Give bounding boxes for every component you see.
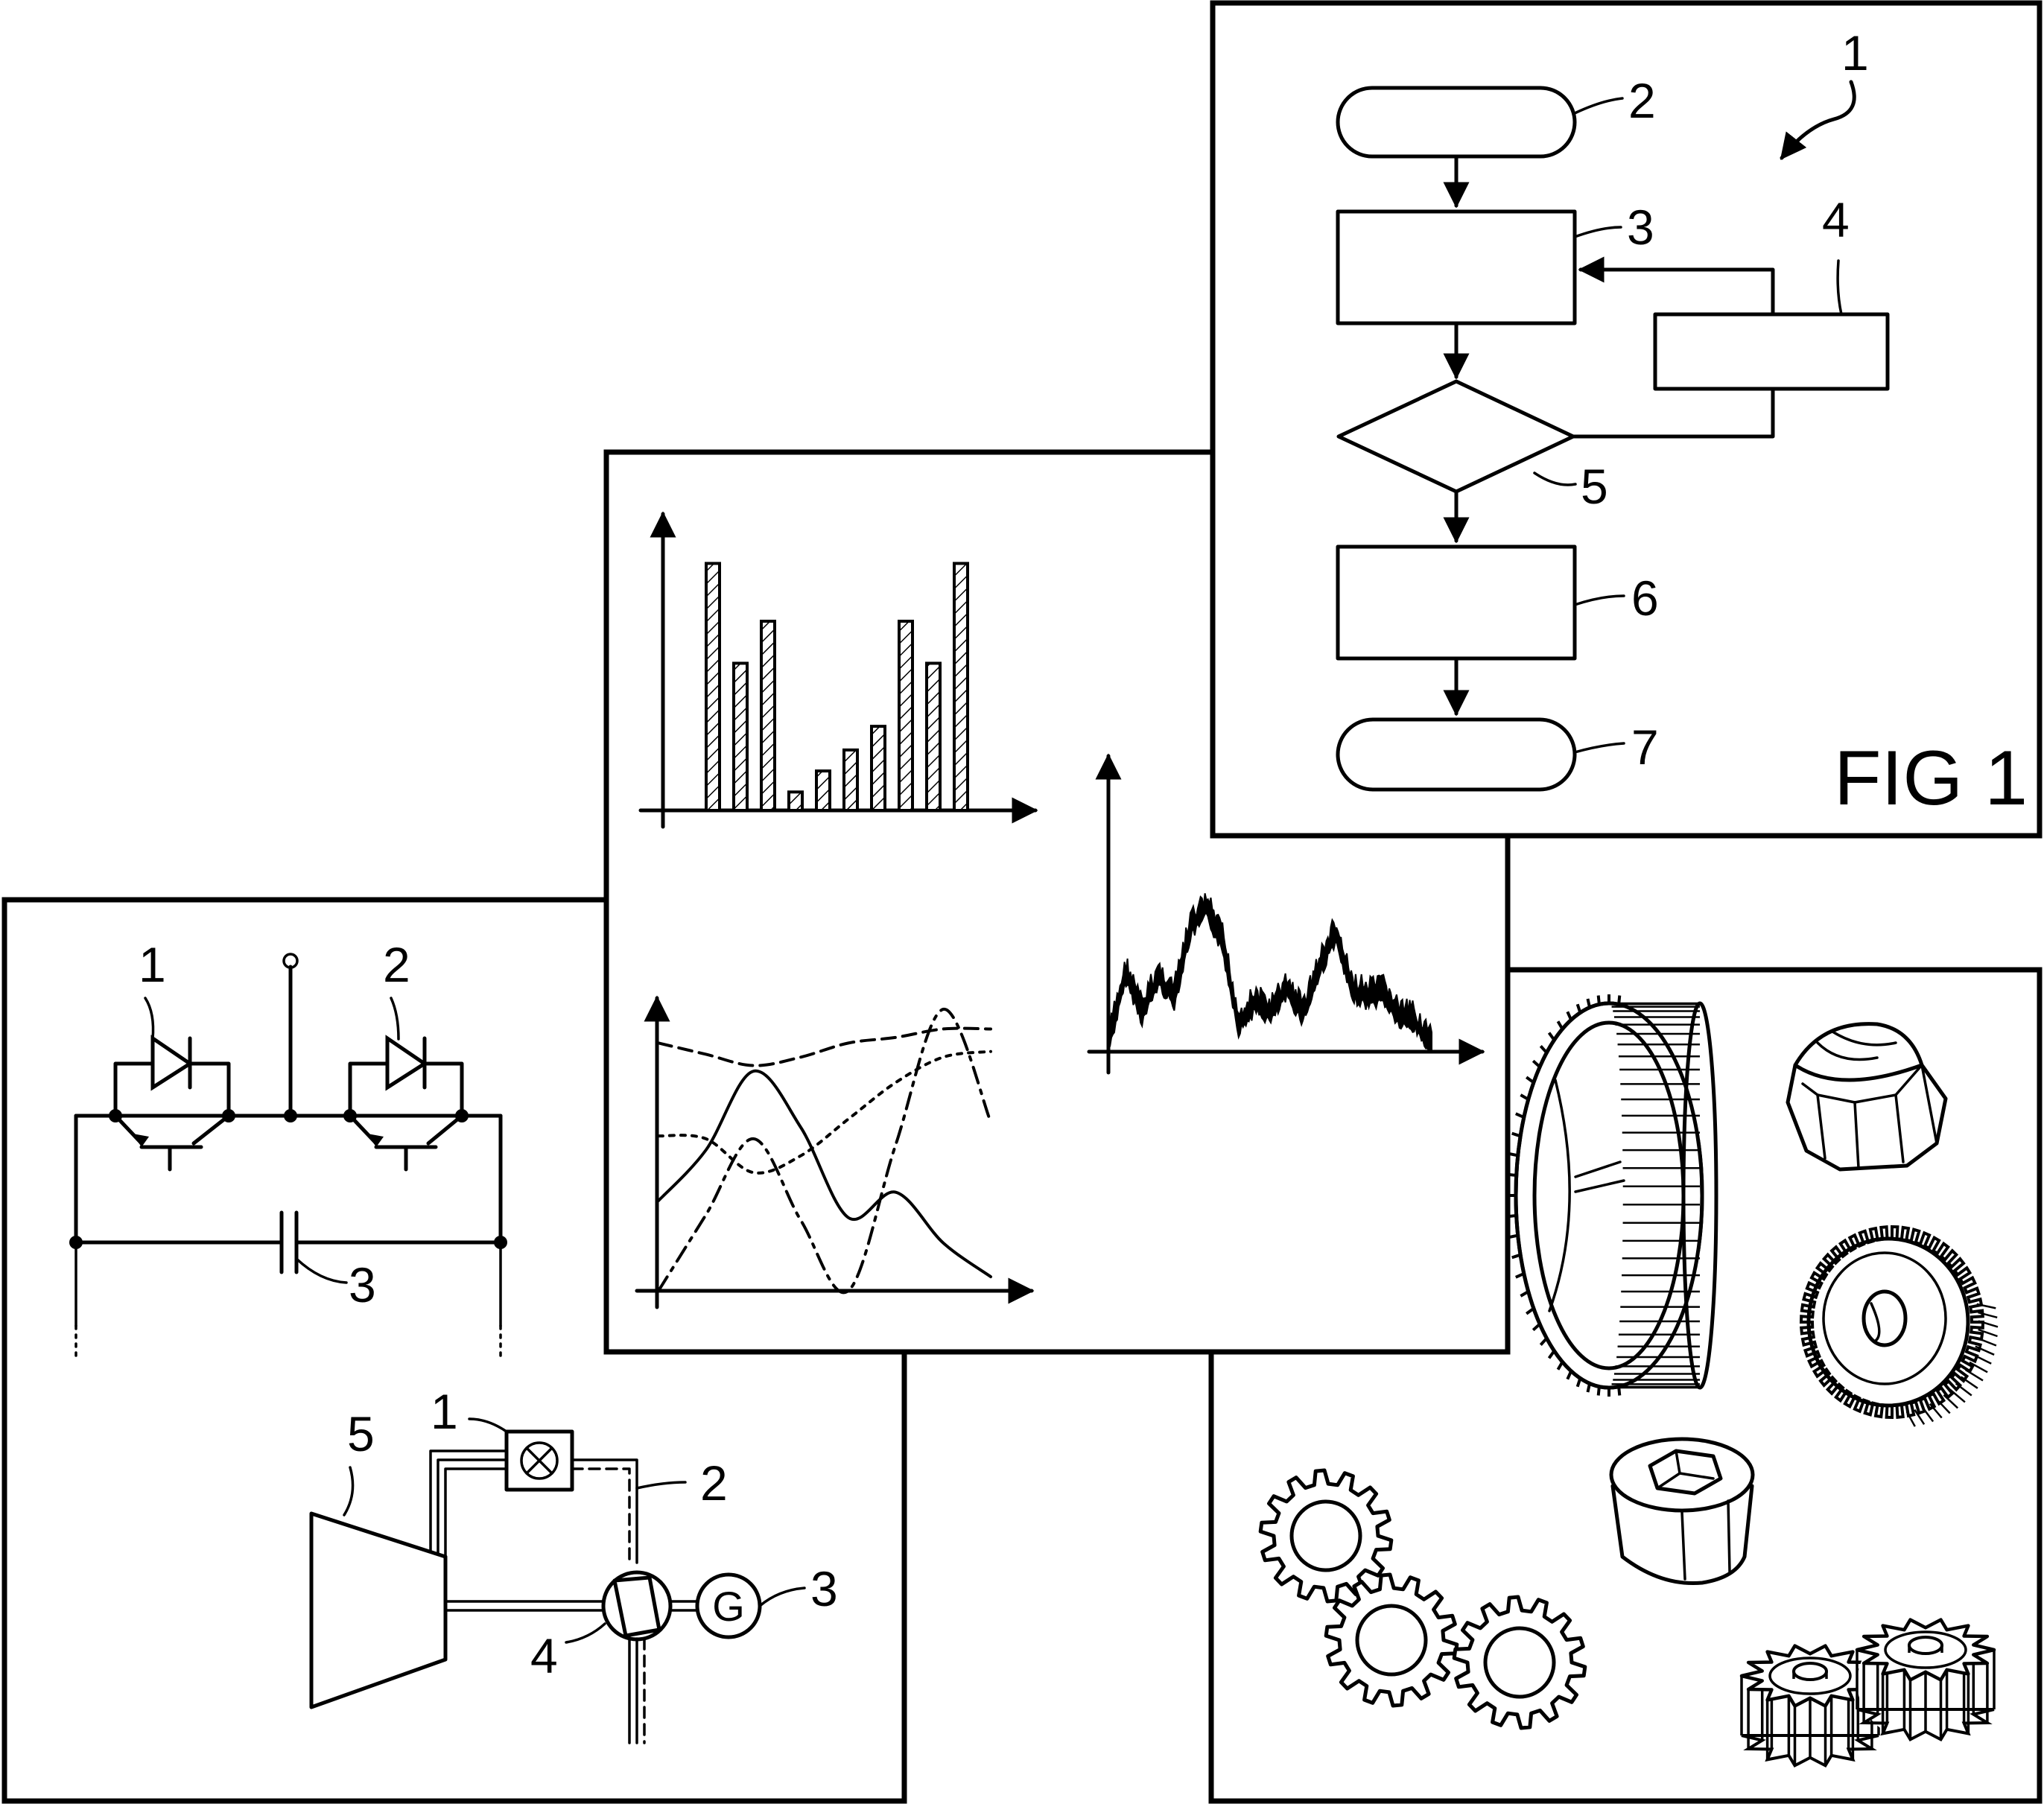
line-chart <box>635 995 1035 1309</box>
bar-1 <box>705 562 721 812</box>
large-gear-part <box>1507 994 1718 1397</box>
spur-gears <box>1258 1468 1587 1730</box>
flowchart-panel: 2 3 4 5 6 7 1 FIG 1 <box>1210 0 2043 839</box>
plant-label-5: 5 <box>347 1406 375 1461</box>
flow-end-terminal <box>1336 717 1577 792</box>
plant-label-4: 4 <box>530 1628 558 1683</box>
circuit-label-3: 3 <box>349 1257 376 1312</box>
line-series-4 <box>657 1008 992 1295</box>
flow-label-5: 5 <box>1581 459 1608 514</box>
plant-label-2: 2 <box>700 1455 728 1511</box>
star-wheel-2 <box>1855 1618 1996 1744</box>
igbt-diode-1 <box>113 997 231 1172</box>
hex-nut-part <box>1786 1022 1948 1172</box>
line-series-3 <box>657 1049 992 1175</box>
bar-7 <box>870 725 886 812</box>
bar-9 <box>925 661 942 812</box>
flow-label-3: 3 <box>1627 200 1654 255</box>
bar-6 <box>842 748 859 813</box>
bar-2 <box>732 661 749 812</box>
plant-label-1: 1 <box>431 1384 458 1439</box>
hex-socket-bushing-part <box>1609 1437 1755 1586</box>
bar-10 <box>953 562 969 812</box>
flow-label-6: 6 <box>1631 571 1659 626</box>
parts-panel <box>1208 967 2043 1804</box>
generator-symbol: G <box>712 1583 745 1630</box>
bar-8 <box>898 620 914 813</box>
circuit-label-1: 1 <box>139 937 166 992</box>
spur-gear-hub <box>1483 1626 1556 1699</box>
bevel-gear-part <box>1799 1225 1999 1427</box>
area-series <box>1109 893 1432 1051</box>
star-wheels <box>1739 1618 1996 1770</box>
bar-4 <box>787 790 804 812</box>
turbine <box>309 1511 448 1709</box>
figure-pointer-label: 1 <box>1841 25 1869 80</box>
converter-circuit: 1 2 3 <box>69 937 507 1361</box>
line-series-1 <box>657 1070 992 1279</box>
star-wheel-1 <box>1739 1644 1881 1770</box>
bar-5 <box>815 769 831 813</box>
bar-3 <box>760 620 776 813</box>
spur-gear-hub <box>1289 1499 1362 1572</box>
flow-label-7: 7 <box>1631 720 1659 775</box>
flow-label-4: 4 <box>1822 192 1850 247</box>
plant-label-3: 3 <box>810 1561 838 1616</box>
bar-chart <box>638 511 1038 829</box>
circuit-label-2: 2 <box>383 937 410 992</box>
figure-pointer-arrow <box>1780 80 1856 160</box>
figure-label: FIG 1 <box>1834 735 2028 822</box>
spur-gear-hub <box>1355 1604 1428 1677</box>
area-chart <box>1087 753 1485 1075</box>
flow-label-2: 2 <box>1628 73 1656 128</box>
igbt-diode-2 <box>348 997 464 1172</box>
line-series-2 <box>657 1026 992 1067</box>
plant-schematic: G 1 2 3 4 5 <box>309 1384 838 1744</box>
